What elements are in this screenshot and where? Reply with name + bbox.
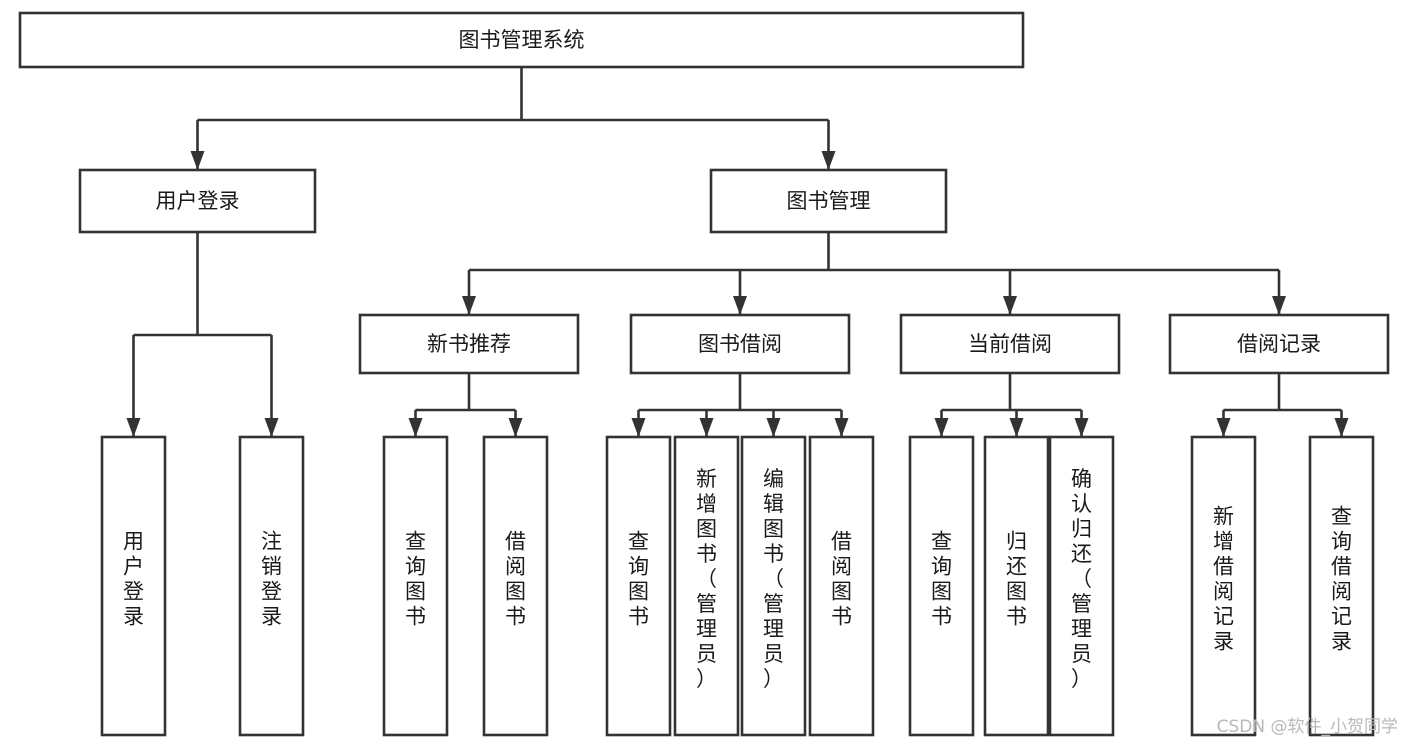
connector-group-conn-book-management	[462, 232, 1286, 315]
node-label-book-management: 图书管理	[787, 189, 871, 213]
node-leaf-borrow-book-recommend[interactable]: 借阅图书	[482, 435, 549, 737]
node-label-leaf-query-book-borrow: 查询图书	[628, 530, 649, 629]
node-box-leaf-borrow-book-recommend[interactable]	[482, 435, 549, 737]
node-box-leaf-borrow-book[interactable]	[808, 435, 875, 737]
node-label-leaf-return-book: 归还图书	[1006, 530, 1027, 629]
node-book-management[interactable]: 图书管理	[709, 168, 948, 234]
arrow-head-icon	[1334, 418, 1349, 437]
arrow-head-icon	[1074, 418, 1089, 437]
node-leaf-query-book-current[interactable]: 查询图书	[908, 435, 975, 737]
node-box-leaf-query-book-recommend[interactable]	[382, 435, 449, 737]
arrow-head-icon	[766, 418, 781, 437]
node-label-leaf-query-book-recommend: 查询图书	[405, 530, 426, 629]
node-box-leaf-logout-login[interactable]	[238, 435, 305, 737]
node-leaf-edit-book[interactable]: 编辑图书（管理员）	[740, 435, 807, 737]
node-label-book-borrow: 图书借阅	[698, 332, 782, 356]
node-leaf-borrow-book[interactable]: 借阅图书	[808, 435, 875, 737]
node-label-leaf-borrow-book-recommend: 借阅图书	[505, 530, 526, 629]
connector-layer	[126, 67, 1349, 437]
arrow-head-icon	[1216, 418, 1231, 437]
node-label-borrow-record: 借阅记录	[1237, 332, 1321, 356]
node-new-book-recommend[interactable]: 新书推荐	[358, 313, 580, 375]
node-label-user-login: 用户登录	[156, 189, 240, 213]
node-label-leaf-add-book: 新增图书（管理员）	[696, 467, 717, 691]
node-leaf-query-book-borrow[interactable]: 查询图书	[605, 435, 672, 737]
node-leaf-add-book[interactable]: 新增图书（管理员）	[673, 435, 740, 737]
arrow-head-icon	[408, 418, 423, 437]
arrow-head-icon	[508, 418, 523, 437]
node-label-leaf-user-login: 用户登录	[123, 530, 144, 629]
arrow-head-icon	[1272, 296, 1286, 315]
node-label-leaf-edit-book: 编辑图书（管理员）	[763, 467, 784, 691]
node-layer: 图书管理系统用户登录图书管理新书推荐图书借阅当前借阅借阅记录用户登录注销登录查询…	[18, 11, 1390, 737]
node-label-root: 图书管理系统	[459, 28, 585, 52]
node-label-current-borrow: 当前借阅	[968, 332, 1052, 356]
csdn-watermark: CSDN @软件_小贺同学	[1217, 717, 1398, 737]
node-label-leaf-add-borrow-record: 新增借阅记录	[1213, 505, 1234, 654]
connector-group-conn-book-borrow	[631, 373, 849, 437]
node-box-leaf-confirm-return[interactable]	[1048, 435, 1115, 737]
node-box-leaf-query-book-borrow[interactable]	[605, 435, 672, 737]
arrow-head-icon	[462, 296, 476, 315]
connector-group-conn-root	[190, 67, 836, 170]
node-box-leaf-add-book[interactable]	[673, 435, 740, 737]
arrow-head-icon	[733, 296, 747, 315]
node-leaf-user-login[interactable]: 用户登录	[100, 435, 167, 737]
node-label-leaf-query-borrow-record: 查询借阅记录	[1331, 505, 1352, 654]
node-box-borrow-record[interactable]	[1168, 313, 1390, 375]
node-label-leaf-query-book-current: 查询图书	[931, 530, 952, 629]
node-box-leaf-add-borrow-record[interactable]	[1190, 435, 1257, 737]
node-label-leaf-confirm-return: 确认归还（管理员）	[1071, 467, 1092, 691]
arrow-head-icon	[699, 418, 714, 437]
node-box-book-borrow[interactable]	[629, 313, 851, 375]
connector-group-conn-current-borrow	[934, 373, 1089, 437]
node-leaf-return-book[interactable]: 归还图书	[983, 435, 1050, 737]
node-leaf-confirm-return[interactable]: 确认归还（管理员）	[1048, 435, 1115, 737]
node-box-new-book-recommend[interactable]	[358, 313, 580, 375]
node-root[interactable]: 图书管理系统	[18, 11, 1025, 69]
node-user-login[interactable]: 用户登录	[78, 168, 317, 234]
node-leaf-logout-login[interactable]: 注销登录	[238, 435, 305, 737]
arrow-head-icon	[126, 418, 141, 437]
node-current-borrow[interactable]: 当前借阅	[899, 313, 1121, 375]
node-leaf-query-borrow-record[interactable]: 查询借阅记录	[1308, 435, 1375, 737]
node-box-leaf-user-login[interactable]	[100, 435, 167, 737]
arrow-head-icon	[834, 418, 849, 437]
node-label-leaf-borrow-book: 借阅图书	[831, 530, 852, 629]
arrow-head-icon	[1003, 296, 1017, 315]
connector-group-conn-new-book-recommend	[408, 373, 523, 437]
node-box-leaf-query-book-current[interactable]	[908, 435, 975, 737]
node-box-leaf-return-book[interactable]	[983, 435, 1050, 737]
arrow-head-icon	[631, 418, 646, 437]
node-leaf-add-borrow-record[interactable]: 新增借阅记录	[1190, 435, 1257, 737]
node-box-root[interactable]	[18, 11, 1025, 69]
node-label-new-book-recommend: 新书推荐	[427, 332, 511, 356]
node-box-leaf-edit-book[interactable]	[740, 435, 807, 737]
node-borrow-record[interactable]: 借阅记录	[1168, 313, 1390, 375]
arrow-head-icon	[190, 151, 205, 170]
arrow-head-icon	[1009, 418, 1024, 437]
node-box-book-management[interactable]	[709, 168, 948, 234]
arrow-head-icon	[934, 418, 949, 437]
arrow-head-icon	[821, 151, 836, 170]
connector-group-conn-user-login	[126, 232, 279, 437]
node-box-user-login[interactable]	[78, 168, 317, 234]
node-book-borrow[interactable]: 图书借阅	[629, 313, 851, 375]
node-box-current-borrow[interactable]	[899, 313, 1121, 375]
connector-group-conn-borrow-record	[1216, 373, 1349, 437]
node-box-leaf-query-borrow-record[interactable]	[1308, 435, 1375, 737]
arrow-head-icon	[264, 418, 279, 437]
node-label-leaf-logout-login: 注销登录	[261, 530, 282, 629]
node-leaf-query-book-recommend[interactable]: 查询图书	[382, 435, 449, 737]
